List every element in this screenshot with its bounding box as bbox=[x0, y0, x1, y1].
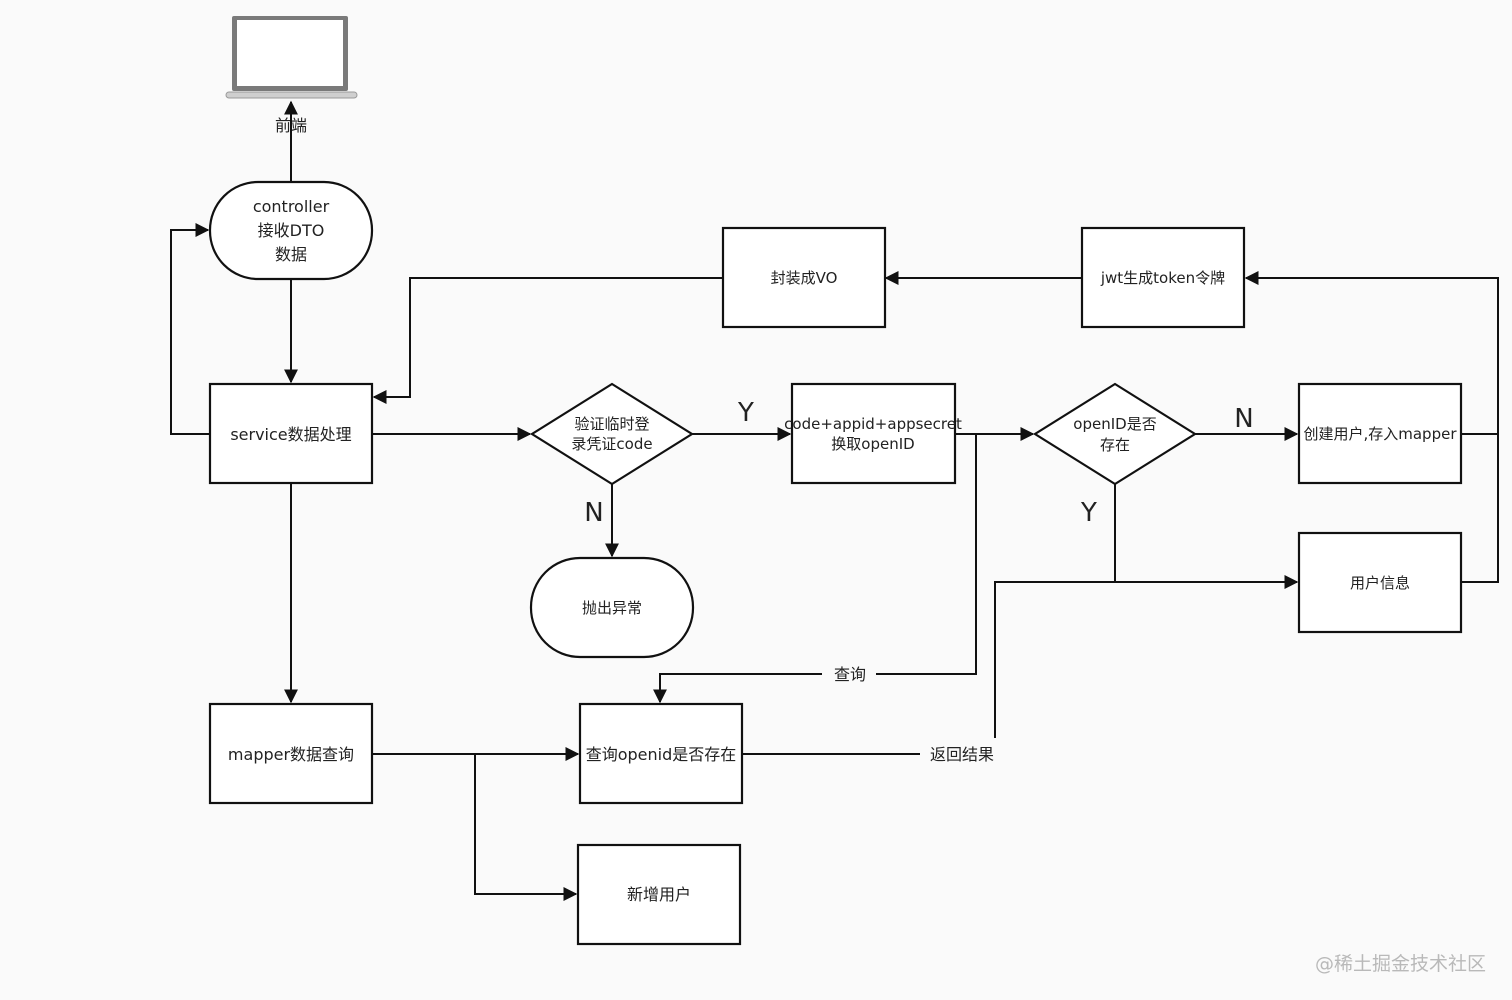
controller-line-3: 数据 bbox=[275, 245, 307, 264]
user-info-label: 用户信息 bbox=[1350, 574, 1410, 592]
exchange-openid-line-1: code+appid+appsecret bbox=[784, 415, 962, 433]
controller-node: controller 接收DTO 数据 bbox=[208, 180, 374, 281]
verify-code-line-1: 验证临时登 bbox=[574, 415, 649, 433]
laptop-icon bbox=[225, 16, 358, 99]
verify-no-label: N bbox=[584, 498, 603, 528]
edge-exchange-query-b bbox=[653, 673, 822, 704]
create-user-node: 创建用户,存入mapper bbox=[1297, 382, 1463, 485]
exception-node: 抛出异常 bbox=[529, 556, 695, 659]
controller-line-2: 接收DTO bbox=[258, 221, 325, 240]
edge-mapper-to-add-user bbox=[474, 754, 578, 901]
verify-code-decision: 验证临时登 录凭证code bbox=[529, 382, 695, 486]
watermark: @稀土掘金技术社区 bbox=[1315, 953, 1486, 975]
verify-code-line-2: 录凭证code bbox=[571, 435, 652, 453]
openid-yes-label: Y bbox=[1080, 498, 1097, 528]
mapper-label: mapper数据查询 bbox=[228, 745, 354, 764]
user-info-node: 用户信息 bbox=[1297, 531, 1463, 634]
service-label: service数据处理 bbox=[230, 425, 351, 444]
mapper-node: mapper数据查询 bbox=[208, 702, 374, 805]
openid-exists-decision: openID是否 存在 bbox=[1032, 382, 1198, 486]
edge-vo-to-service bbox=[372, 277, 722, 404]
exchange-openid-line-2: 换取openID bbox=[831, 435, 914, 453]
create-user-label: 创建用户,存入mapper bbox=[1303, 425, 1457, 443]
jwt-token-node: jwt生成token令牌 bbox=[1080, 226, 1246, 329]
edge-query-result-b bbox=[994, 581, 1115, 738]
jwt-token-label: jwt生成token令牌 bbox=[1100, 269, 1225, 287]
edge-user-info-to-jwt bbox=[1461, 434, 1499, 583]
controller-line-1: controller bbox=[253, 197, 330, 216]
edge-exchange-query-a bbox=[876, 434, 977, 675]
query-edge-label: 查询 bbox=[834, 665, 866, 684]
exchange-openid-node: code+appid+appsecret 换取openID bbox=[784, 382, 962, 485]
openid-no-label: N bbox=[1234, 404, 1253, 434]
edges bbox=[170, 100, 1499, 901]
query-openid-label: 查询openid是否存在 bbox=[586, 745, 737, 764]
add-user-label: 新增用户 bbox=[627, 885, 691, 904]
openid-exists-line-2: 存在 bbox=[1100, 436, 1130, 454]
add-user-node: 新增用户 bbox=[576, 843, 742, 946]
exception-label: 抛出异常 bbox=[582, 599, 642, 617]
wrap-vo-label: 封装成VO bbox=[771, 269, 838, 287]
return-result-edge-label: 返回结果 bbox=[930, 745, 994, 764]
wrap-vo-node: 封装成VO bbox=[721, 226, 887, 329]
query-openid-node: 查询openid是否存在 bbox=[578, 702, 744, 805]
service-node: service数据处理 bbox=[208, 382, 374, 485]
edge-service-to-controller bbox=[170, 223, 210, 435]
verify-yes-label: Y bbox=[737, 398, 754, 428]
edge-create-user-to-jwt bbox=[1244, 271, 1499, 435]
edge-openid-check-to-user-info bbox=[1114, 484, 1299, 589]
openid-exists-line-1: openID是否 bbox=[1073, 415, 1156, 433]
